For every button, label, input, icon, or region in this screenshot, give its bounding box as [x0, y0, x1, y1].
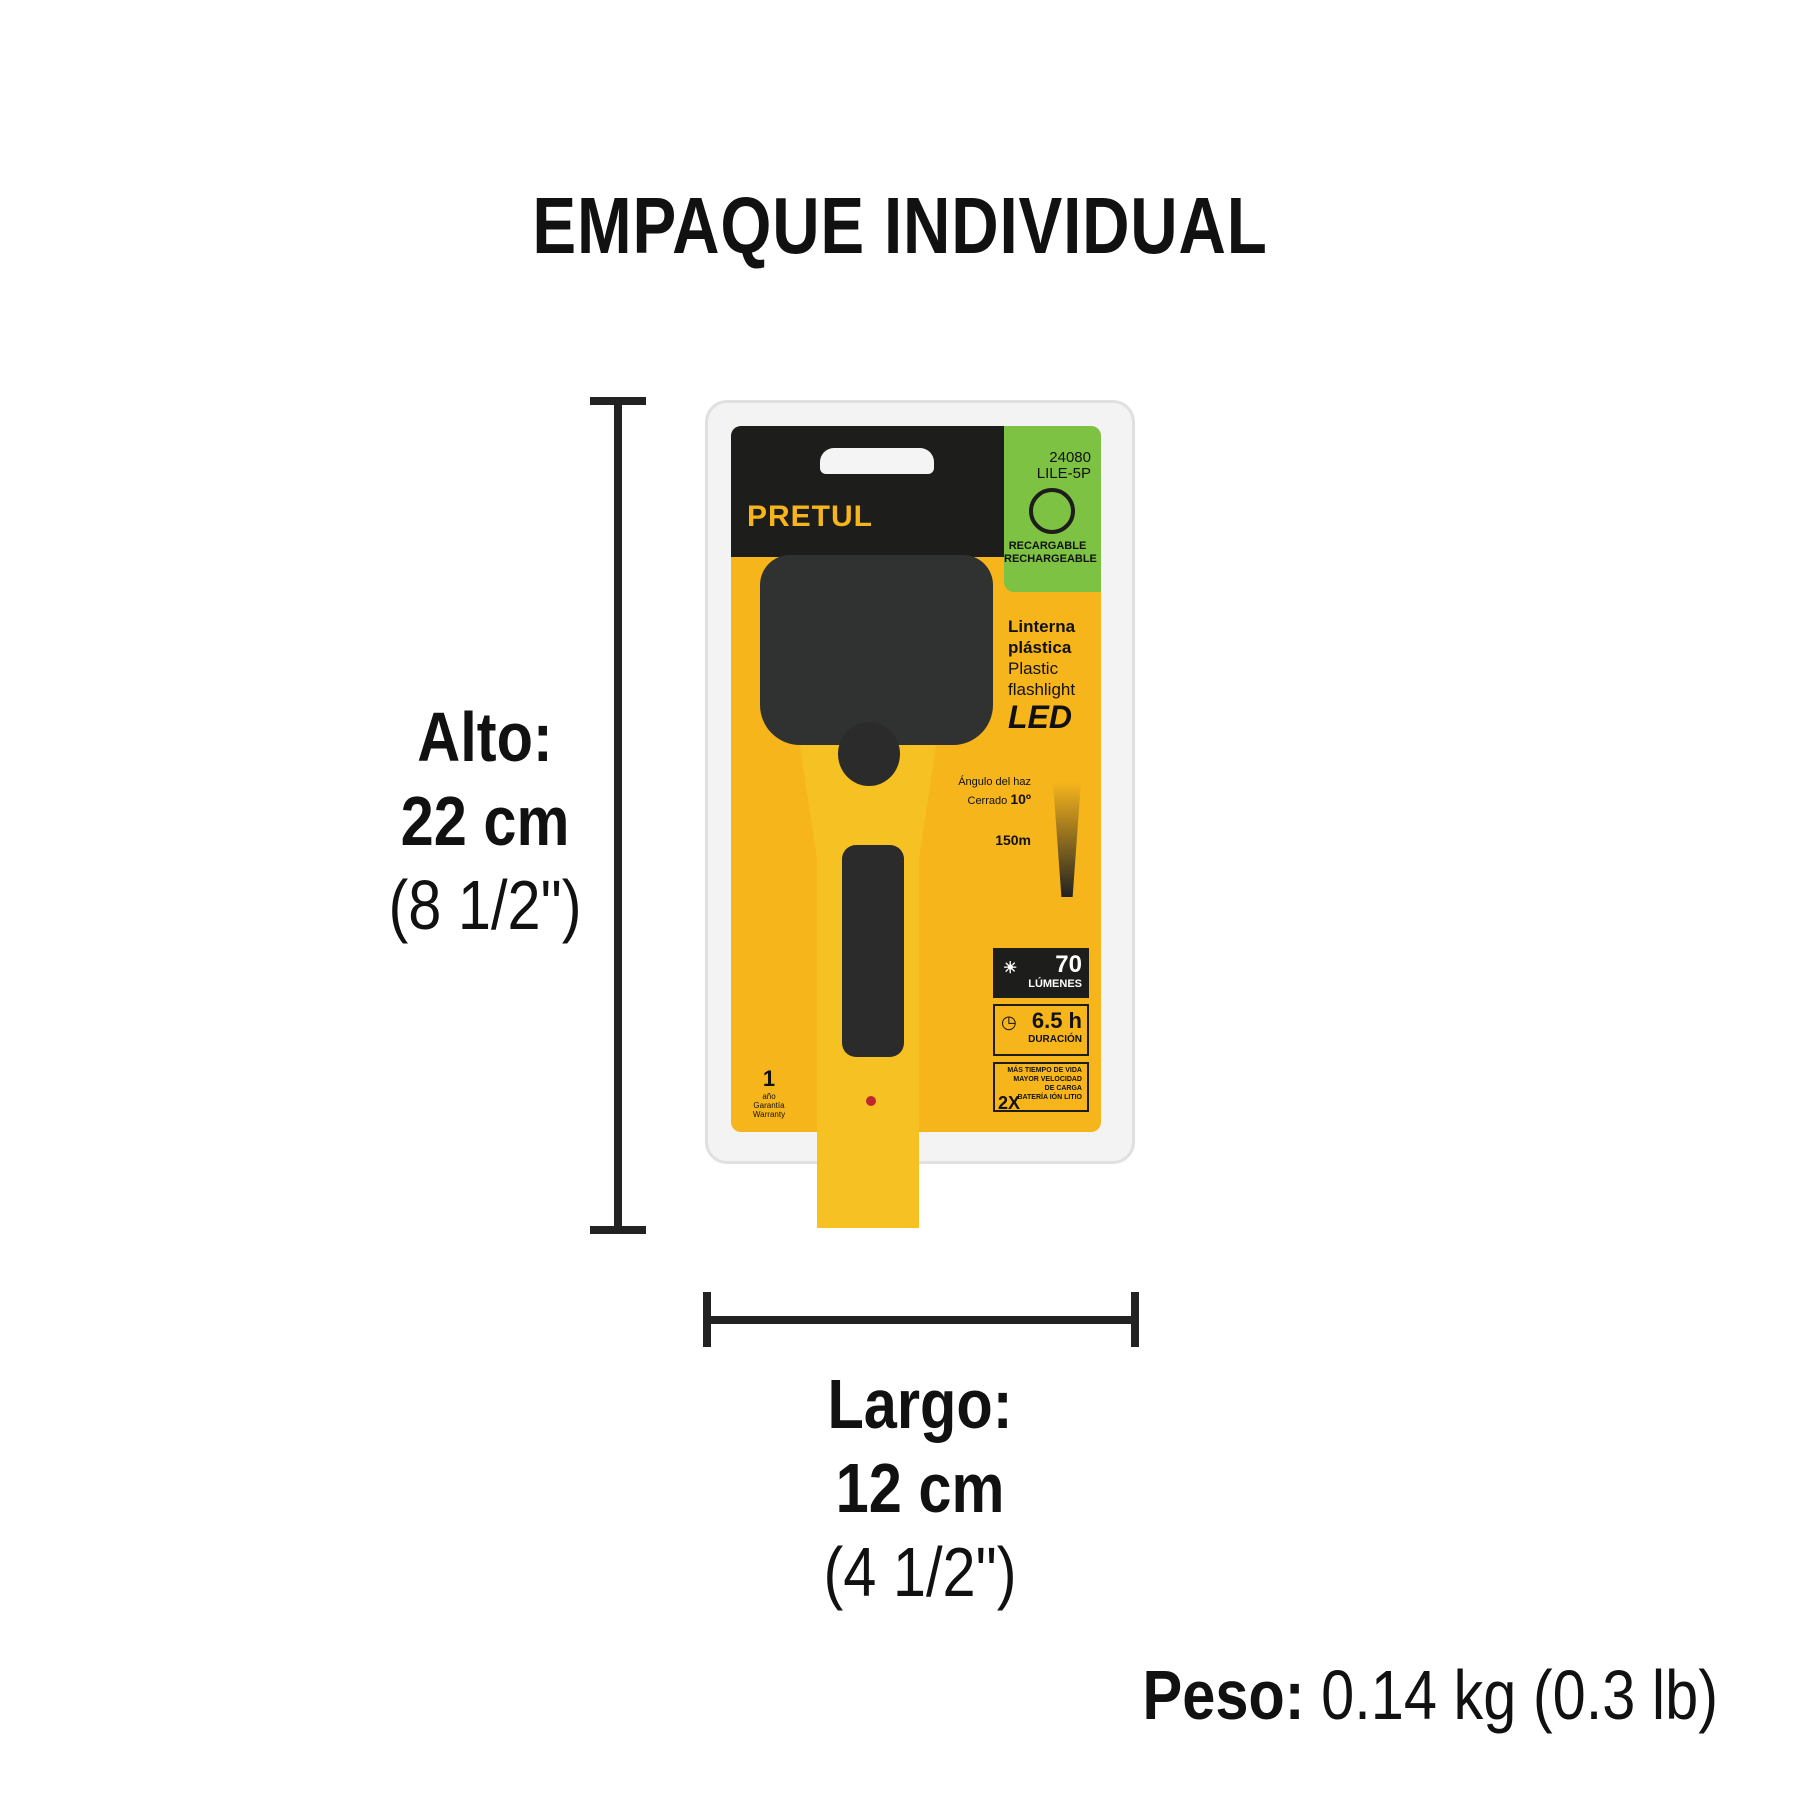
- name-en-2: flashlight: [1008, 680, 1076, 699]
- battery-line-2: MAYOR VELOCIDAD: [1013, 1076, 1082, 1083]
- charge-indicator-led: [866, 1096, 876, 1106]
- lumens-label: LÚMENES: [1028, 978, 1082, 990]
- battery-recharge-icon: [1029, 488, 1075, 534]
- flashlight-grip: [842, 845, 904, 1057]
- length-dimension-line: [707, 1316, 1136, 1324]
- duration-box: ◷ 6.5 h DURACIÓN: [993, 1004, 1089, 1056]
- battery-multiplier: 2X: [998, 1093, 1021, 1113]
- height-dimension-cap-bottom: [590, 1226, 646, 1234]
- sun-icon: ☀: [1003, 960, 1018, 977]
- rechargeable-es: RECARGABLE: [1008, 540, 1087, 552]
- beam-closed: Cerrado: [967, 795, 1008, 807]
- name-es-1: Linterna: [1008, 617, 1076, 636]
- lumens-value: 70: [1055, 951, 1082, 978]
- rechargeable-badge: 24080 LILE-5P RECARGABLE RECHARGEABLE: [1004, 426, 1101, 592]
- warranty-years: 1: [762, 1066, 776, 1091]
- beam-info: Ángulo del haz Cerrado 10º 150m: [931, 774, 1031, 849]
- weight-title: Peso:: [1142, 1656, 1305, 1734]
- clock-icon: ◷: [1001, 1012, 1017, 1032]
- length-dimension-cap-left: [703, 1292, 711, 1347]
- weight-label: Peso: 0.14 kg (0.3 lb): [1143, 1655, 1718, 1735]
- height-metric: 22 cm: [400, 782, 570, 860]
- warranty-badge: 1 año Garantía Warranty: [749, 1066, 789, 1119]
- flashlight-head: [760, 555, 993, 745]
- height-label: Alto: 22 cm (8 1/2"): [358, 695, 613, 947]
- brand-logo: PRETUL: [747, 500, 873, 533]
- name-es-2: plástica: [1008, 638, 1072, 657]
- product-name: Linterna plástica Plastic flashlight LED: [1008, 616, 1098, 734]
- name-en-1: Plastic: [1008, 659, 1059, 678]
- page-title: EMPAQUE INDIVIDUAL: [532, 181, 1268, 270]
- height-imperial: (8 1/2"): [388, 866, 582, 944]
- flashlight-switch: [838, 722, 900, 786]
- warranty-en: Warranty: [752, 1110, 786, 1119]
- weight-value: 0.14 kg (0.3 lb): [1321, 1656, 1718, 1734]
- warranty-unit: año: [762, 1092, 776, 1101]
- length-metric: 12 cm: [835, 1449, 1005, 1527]
- product-code: 24080: [1049, 449, 1091, 466]
- length-dimension-cap-right: [1131, 1292, 1139, 1347]
- battery-box: 2X MÁS TIEMPO DE VIDA MAYOR VELOCIDAD DE…: [993, 1062, 1089, 1112]
- hang-hole: [820, 448, 934, 474]
- warranty-es: Garantía: [753, 1101, 785, 1110]
- product-model: LILE-5P: [1036, 465, 1091, 482]
- battery-line-4: BATERÍA IÓN LITIO: [1017, 1094, 1082, 1101]
- duration-value: 6.5 h: [1031, 1008, 1082, 1033]
- beam-distance: 150m: [995, 832, 1031, 848]
- length-title: Largo:: [827, 1365, 1013, 1443]
- lumens-box: ☀ 70 LÚMENES: [993, 948, 1089, 998]
- beam-angle: 10º: [1010, 791, 1031, 807]
- battery-line-3: DE CARGA: [1044, 1085, 1082, 1092]
- rechargeable-en: RECHARGEABLE: [1004, 553, 1097, 565]
- battery-line-1: MÁS TIEMPO DE VIDA: [1007, 1067, 1082, 1074]
- height-dimension-line: [614, 400, 622, 1231]
- duration-label: DURACIÓN: [1028, 1034, 1082, 1045]
- beam-cone-icon: [1053, 782, 1081, 897]
- height-dimension-cap-top: [590, 397, 646, 405]
- card-header: PRETUL: [731, 426, 1004, 557]
- beam-label: Ángulo del haz: [958, 776, 1031, 788]
- length-label: Largo: 12 cm (4 1/2"): [793, 1362, 1048, 1614]
- height-title: Alto:: [417, 698, 553, 776]
- length-imperial: (4 1/2"): [823, 1533, 1017, 1611]
- product-type: LED: [1008, 699, 1072, 735]
